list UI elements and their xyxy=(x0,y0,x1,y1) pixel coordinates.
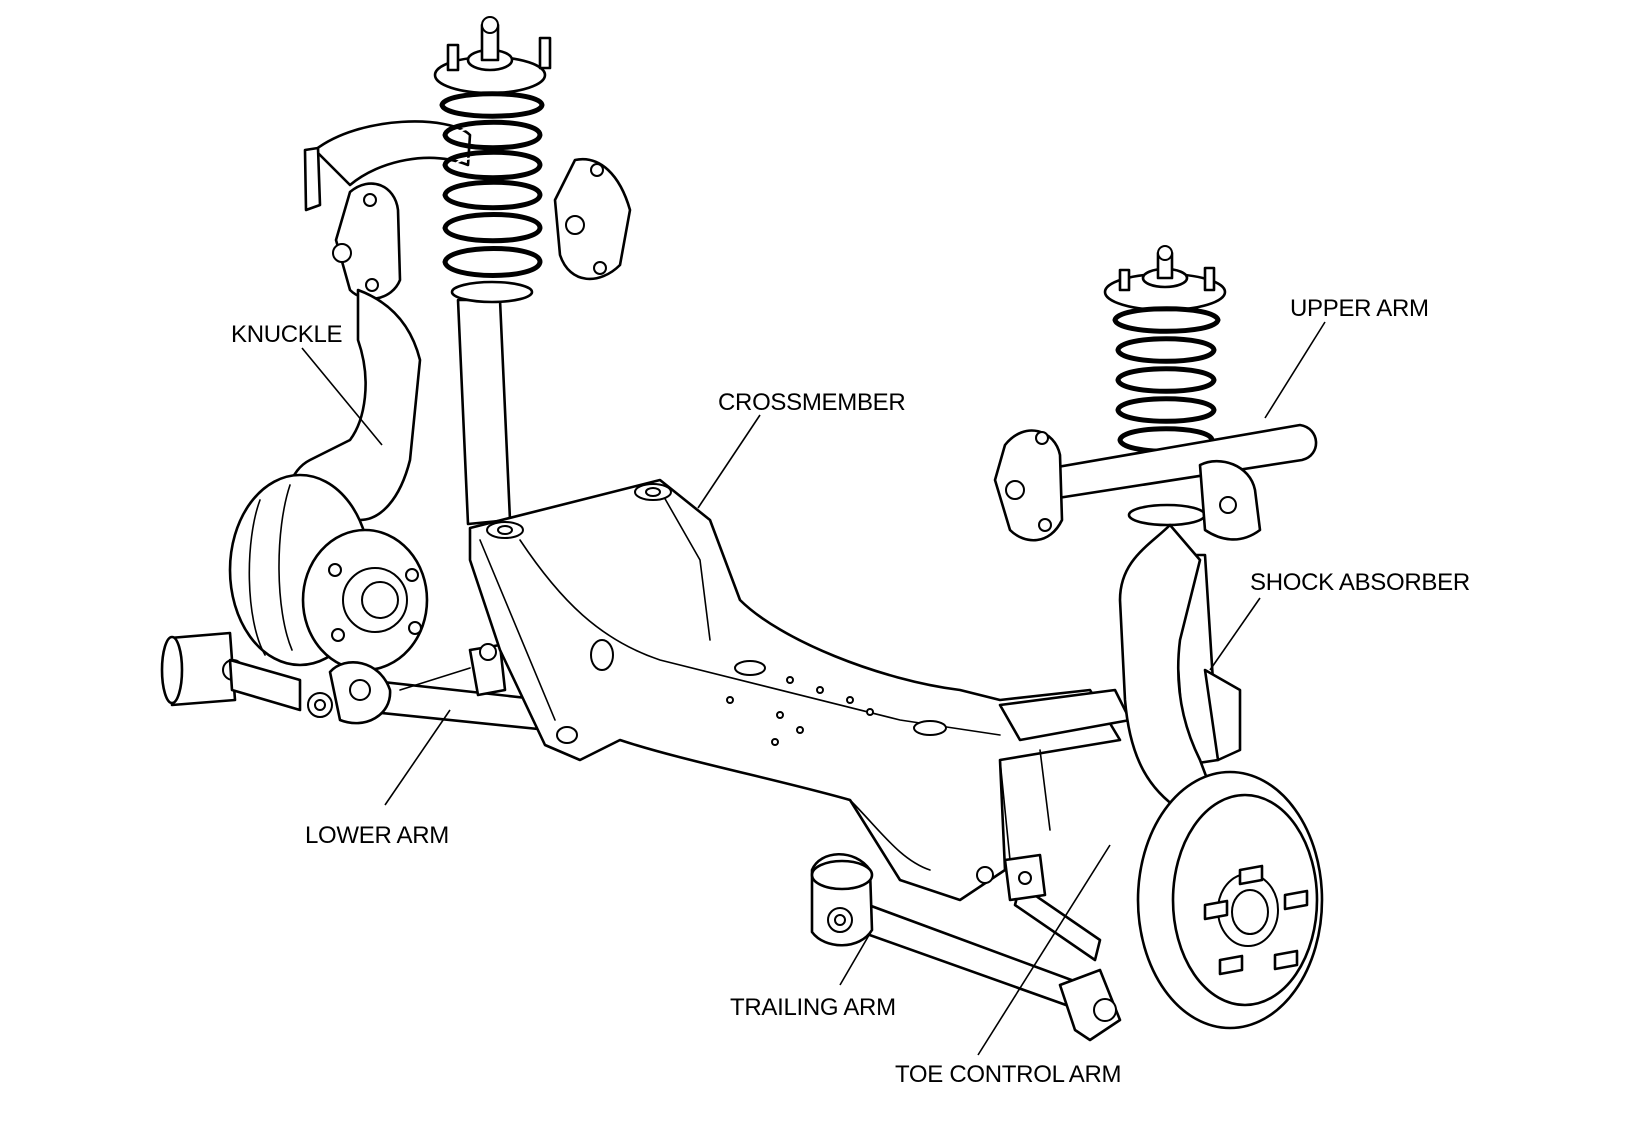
right-upper-arm xyxy=(1038,423,1318,502)
right-suspension-assembly xyxy=(810,245,1324,1042)
label-knuckle: KNUCKLE xyxy=(231,321,342,348)
right-knuckle xyxy=(1118,523,1217,812)
label-lower-arm: LOWER ARM xyxy=(305,822,449,849)
left-upper-arm xyxy=(313,120,472,187)
left-upper-mount-right xyxy=(553,157,632,281)
crossmember xyxy=(468,478,1132,902)
label-toe-control-arm: TOE CONTROL ARM xyxy=(895,1061,1121,1088)
label-crossmember: CROSSMEMBER xyxy=(718,389,905,416)
left-coil-spring xyxy=(439,91,545,304)
left-suspension-assembly xyxy=(160,16,632,732)
right-upper-mount-left xyxy=(993,429,1064,542)
label-shock-absorber: SHOCK ABSORBER xyxy=(1250,569,1470,596)
right-coil-spring xyxy=(1112,306,1221,527)
label-upper-arm: UPPER ARM xyxy=(1290,295,1429,322)
leader-lines xyxy=(301,321,1326,1056)
callout-labels: KNUCKLE CROSSMEMBER UPPER ARM SHOCK ABSO… xyxy=(231,295,1470,1088)
label-trailing-arm: TRAILING ARM xyxy=(730,994,896,1021)
left-shock-absorber xyxy=(456,298,512,526)
left-upper-mount-left xyxy=(334,182,402,300)
